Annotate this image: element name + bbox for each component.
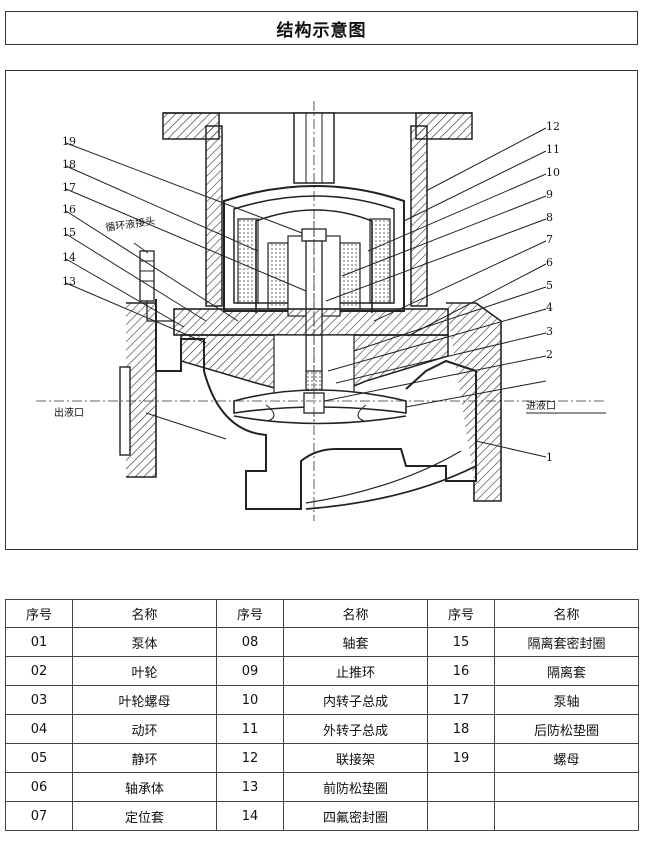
- outlet-label: 出液口: [54, 406, 84, 419]
- part-no: 06: [5, 772, 73, 802]
- part-no: 11: [216, 714, 284, 744]
- callout-8: 8: [546, 211, 553, 224]
- callout-4: 4: [546, 301, 553, 314]
- part-no: 04: [5, 714, 73, 744]
- callout-18: 18: [62, 158, 76, 171]
- callout-17: 17: [62, 181, 76, 194]
- callout-6: 6: [546, 256, 553, 269]
- header-no: 序号: [5, 599, 73, 628]
- table-row: 06 轴承体 13 前防松垫圈: [5, 772, 639, 802]
- part-name: 外转子总成: [283, 714, 428, 744]
- callout-10: 10: [546, 166, 560, 179]
- callout-11: 11: [546, 143, 560, 156]
- part-name: 内转子总成: [283, 685, 428, 715]
- pump-structure-diagram: 19 18 17 16 15 14 13 12 11 10 9 8 7 6 5 …: [5, 70, 638, 550]
- part-no: 12: [216, 743, 284, 773]
- header-no: 序号: [216, 599, 284, 628]
- part-name: 四氟密封圈: [283, 801, 428, 831]
- part-no: 19: [427, 743, 495, 773]
- callout-3: 3: [546, 325, 553, 338]
- table-row: 03 叶轮螺母 10 内转子总成 17 泵轴: [5, 685, 639, 715]
- diagram-title: 结构示意图: [276, 20, 367, 41]
- part-no: 01: [5, 627, 73, 657]
- part-name: 叶轮螺母: [72, 685, 217, 715]
- circulation-connector: [139, 250, 174, 322]
- part-name: [494, 801, 639, 831]
- part-name: 泵轴: [494, 685, 639, 715]
- part-name: 静环: [72, 743, 217, 773]
- table-row: 04 动环 11 外转子总成 18 后防松垫圈: [5, 714, 639, 744]
- callout-7: 7: [546, 233, 553, 246]
- table-row: 05 静环 12 联接架 19 螺母: [5, 743, 639, 773]
- impeller: [233, 389, 407, 425]
- callout-14: 14: [62, 251, 76, 264]
- callout-16: 16: [62, 203, 76, 216]
- isolation-sleeve: [255, 209, 373, 313]
- callout-2: 2: [546, 348, 553, 361]
- table-row: 02 叶轮 09 止推环 16 隔离套: [5, 656, 639, 686]
- callout-19: 19: [62, 135, 76, 148]
- callout-13: 13: [62, 275, 76, 288]
- part-name: 止推环: [283, 656, 428, 686]
- part-name: [494, 772, 639, 802]
- header-name: 名称: [494, 599, 639, 628]
- part-name: 叶轮: [72, 656, 217, 686]
- part-no: [427, 801, 495, 831]
- table-header-row: 序号 名称 序号 名称 序号 名称: [5, 599, 639, 628]
- callout-9: 9: [546, 188, 553, 201]
- table-row: 01 泵体 08 轴套 15 隔离套密封圈: [5, 627, 639, 657]
- callout-15: 15: [62, 226, 76, 239]
- part-no: 17: [427, 685, 495, 715]
- part-no: 18: [427, 714, 495, 744]
- part-no: 07: [5, 801, 73, 831]
- part-name: 泵体: [72, 627, 217, 657]
- part-name: 螺母: [494, 743, 639, 773]
- part-name: 轴套: [283, 627, 428, 657]
- part-name: 前防松垫圈: [283, 772, 428, 802]
- part-no: 16: [427, 656, 495, 686]
- part-no: 13: [216, 772, 284, 802]
- callout-1: 1: [546, 451, 553, 464]
- part-no: 15: [427, 627, 495, 657]
- part-name: 联接架: [283, 743, 428, 773]
- part-no: 10: [216, 685, 284, 715]
- pump-drawing: 19 18 17 16 15 14 13 12 11 10 9 8 7 6 5 …: [36, 101, 606, 521]
- part-name: 后防松垫圈: [494, 714, 639, 744]
- part-no: 08: [216, 627, 284, 657]
- pump-casing: [36, 101, 606, 521]
- part-no: 02: [5, 656, 73, 686]
- part-name: 隔离套密封圈: [494, 627, 639, 657]
- callout-5: 5: [546, 279, 553, 292]
- table-row: 07 定位套 14 四氟密封圈: [5, 801, 639, 831]
- header-name: 名称: [72, 599, 217, 628]
- part-name: 隔离套: [494, 656, 639, 686]
- part-name: 定位套: [72, 801, 217, 831]
- part-no: 14: [216, 801, 284, 831]
- part-name: 动环: [72, 714, 217, 744]
- part-no: 09: [216, 656, 284, 686]
- diagram-title-box: 结构示意图: [5, 11, 638, 45]
- parts-table: 序号 名称 序号 名称 序号 名称 01 泵体 08 轴套 15 隔离套密封圈 …: [5, 599, 639, 831]
- header-no: 序号: [427, 599, 495, 628]
- part-no: 05: [5, 743, 73, 773]
- leader-lines-left: [65, 142, 307, 440]
- bearing-body: [173, 308, 449, 396]
- circulation-liquid-label: 循环液接头: [105, 214, 156, 234]
- part-name: 轴承体: [72, 772, 217, 802]
- part-no: [427, 772, 495, 802]
- leader-lines-right: [323, 127, 606, 458]
- callout-12: 12: [546, 120, 560, 133]
- inlet-label: 进液口: [526, 399, 556, 412]
- header-name: 名称: [283, 599, 428, 628]
- part-no: 03: [5, 685, 73, 715]
